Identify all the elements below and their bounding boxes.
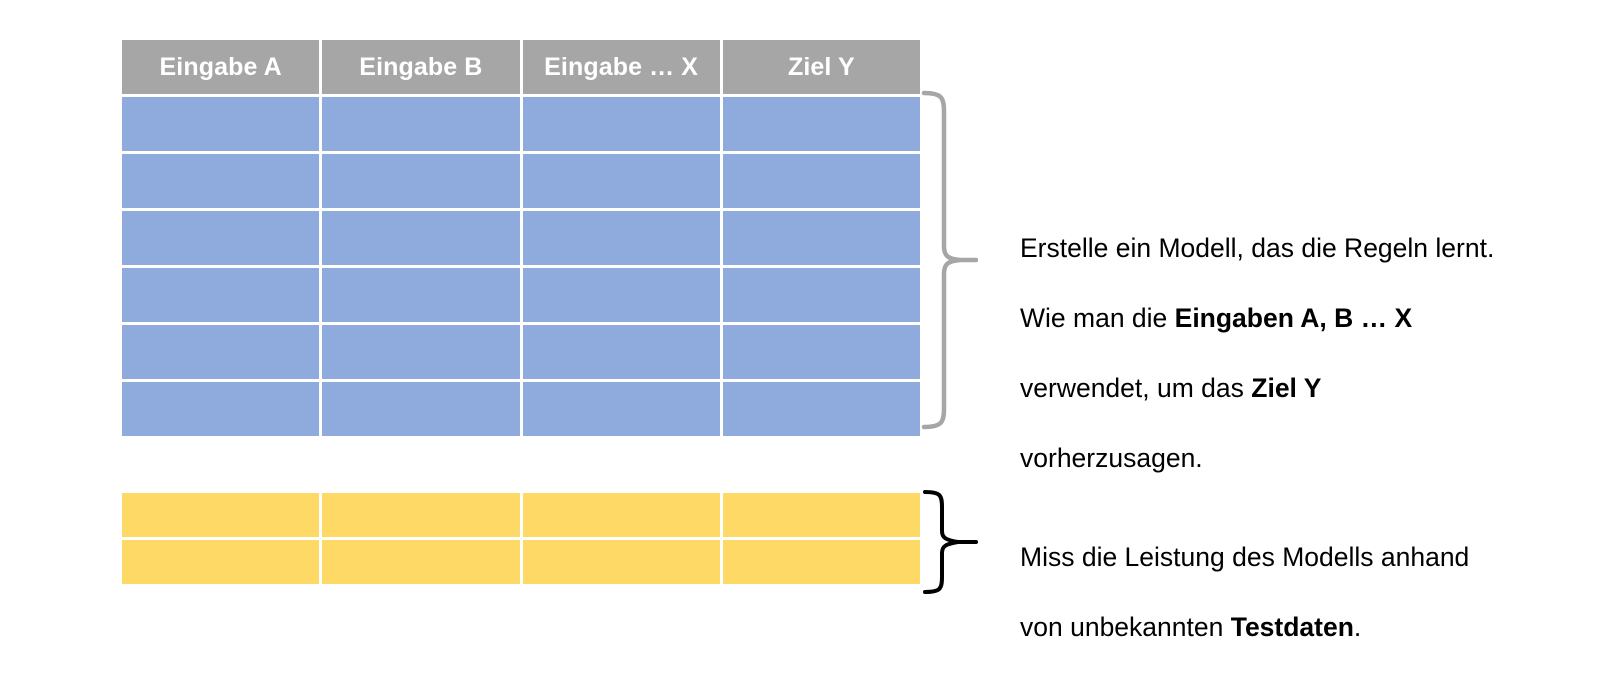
- training-cell: [522, 211, 720, 265]
- training-cell: [322, 268, 520, 322]
- training-cell: [722, 268, 920, 322]
- training-callout-line-2: Wie man die Eingaben A, B … X: [1020, 303, 1413, 333]
- training-cell: [722, 382, 920, 436]
- test-cell: [522, 493, 720, 537]
- test-data-table: [122, 493, 920, 584]
- test-callout-line-2: von unbekannten Testdaten.: [1020, 612, 1362, 642]
- training-cell: [722, 97, 920, 151]
- training-brace-icon: [921, 90, 978, 430]
- slide-canvas: Eingabe A Eingabe B Eingabe … X Ziel Y: [122, 40, 1580, 642]
- training-callout-line-3: verwendet, um das Ziel Y: [1020, 373, 1322, 403]
- training-cell: [722, 325, 920, 379]
- training-callout-text: Erstelle ein Modell, das die Regeln lern…: [1020, 196, 1580, 511]
- training-cell: [122, 268, 320, 322]
- training-cell: [322, 154, 520, 208]
- training-cell: [722, 154, 920, 208]
- column-header-eingabe-a: Eingabe A: [122, 40, 320, 94]
- training-callout-line-4: vorherzusagen.: [1020, 443, 1203, 473]
- training-cell: [322, 325, 520, 379]
- training-cell: [522, 97, 720, 151]
- test-callout-line-1: Miss die Leistung des Modells anhand: [1020, 542, 1470, 572]
- test-cell: [722, 540, 920, 584]
- training-cell: [122, 97, 320, 151]
- training-cell: [522, 325, 720, 379]
- training-cell: [722, 211, 920, 265]
- training-data-table: Eingabe A Eingabe B Eingabe … X Ziel Y: [122, 40, 920, 436]
- test-callout-text: Miss die Leistung des Modells anhand von…: [1020, 505, 1560, 680]
- column-header-eingabe-b: Eingabe B: [322, 40, 520, 94]
- test-cell: [122, 540, 320, 584]
- test-cell: [122, 493, 320, 537]
- training-cell: [122, 382, 320, 436]
- test-brace-icon: [923, 490, 978, 594]
- training-cell: [122, 211, 320, 265]
- training-cell: [322, 211, 520, 265]
- training-callout-line-1: Erstelle ein Modell, das die Regeln lern…: [1020, 233, 1495, 263]
- training-cell: [322, 382, 520, 436]
- test-cell: [322, 493, 520, 537]
- column-header-ziel-y: Ziel Y: [722, 40, 920, 94]
- training-cell: [122, 325, 320, 379]
- training-cell: [522, 382, 720, 436]
- training-cell: [522, 268, 720, 322]
- test-cell: [322, 540, 520, 584]
- test-cell: [722, 493, 920, 537]
- training-cell: [122, 154, 320, 208]
- training-cell: [522, 154, 720, 208]
- training-cell: [322, 97, 520, 151]
- test-cell: [522, 540, 720, 584]
- column-header-eingabe-x: Eingabe … X: [522, 40, 720, 94]
